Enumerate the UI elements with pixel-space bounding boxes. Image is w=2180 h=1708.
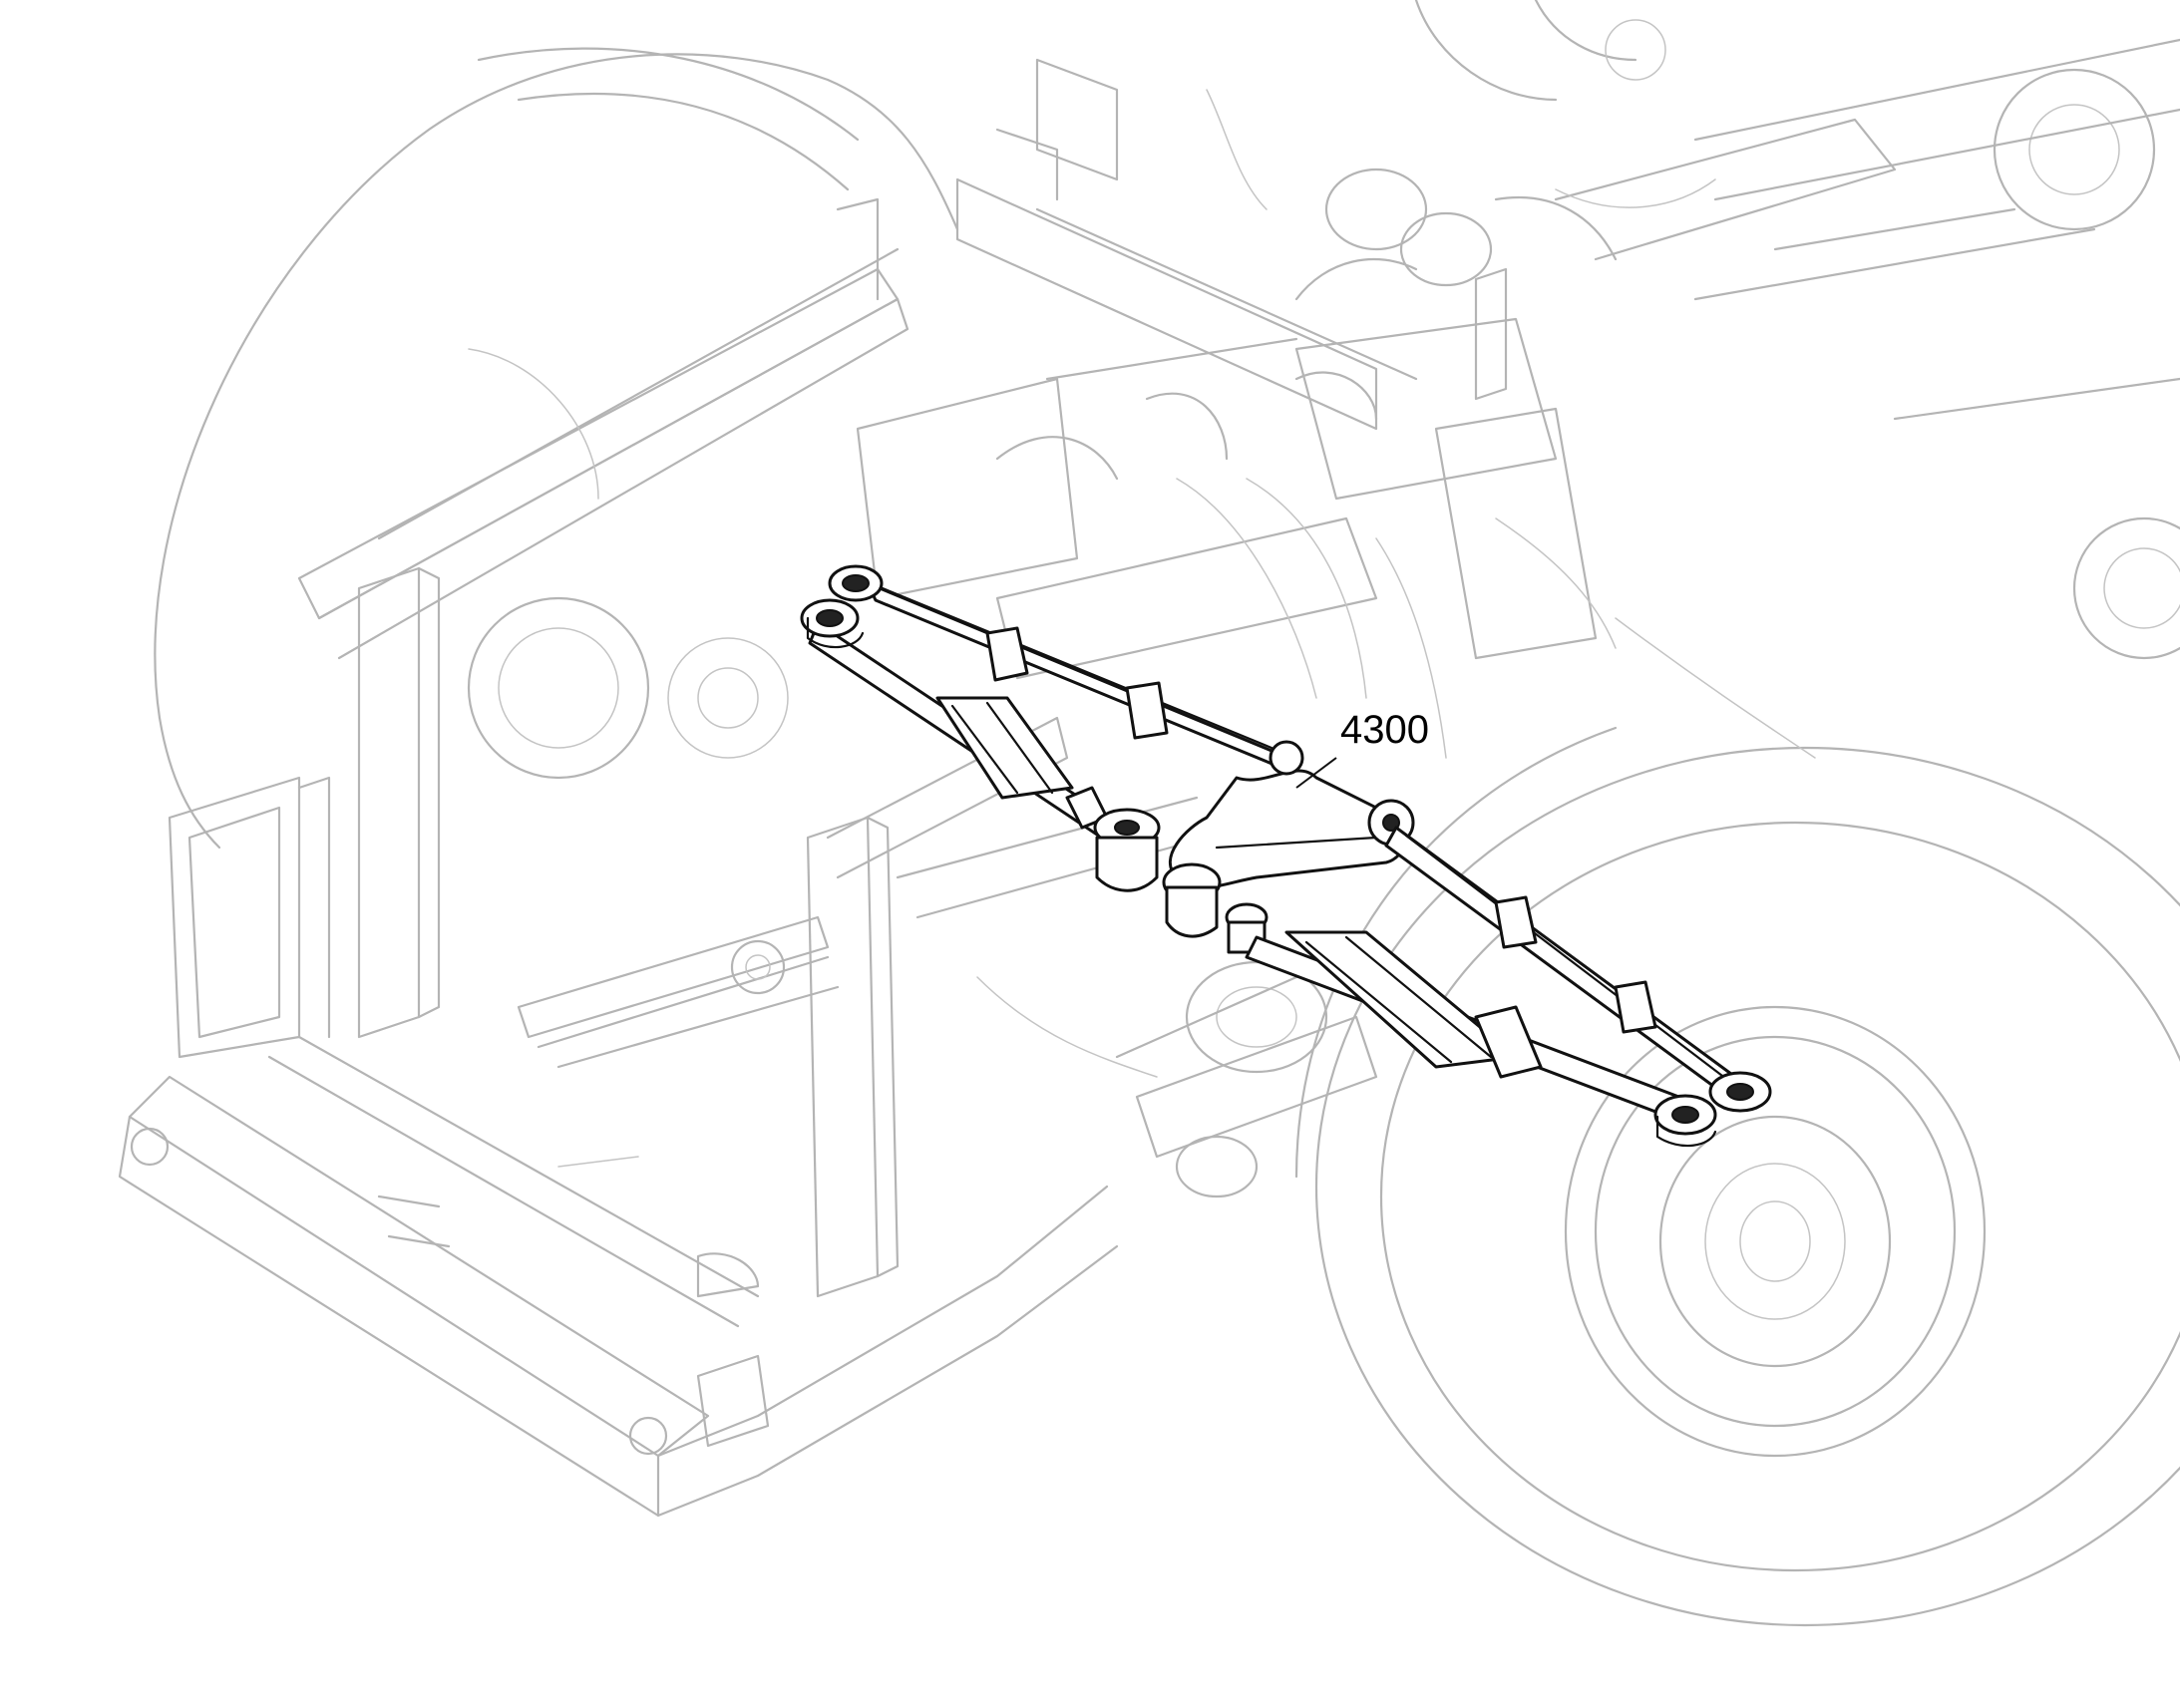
upper-tie-rod [866, 581, 1288, 772]
hoses [468, 89, 1816, 1168]
rear-axle-area [1414, 0, 2180, 660]
left-wheel [154, 47, 959, 850]
part-number-callout: 4300 [1334, 706, 1435, 754]
machine-context [118, 0, 2180, 1626]
left-ball-joints [800, 564, 884, 649]
front-axle [1115, 960, 1378, 1198]
front-frame [118, 1035, 1119, 1518]
callout-leader [1295, 757, 1337, 789]
main-chassis [856, 118, 2096, 680]
mid-joint [1093, 808, 1269, 954]
hydraulic-cylinders [517, 371, 1378, 1069]
steering-linkage [800, 564, 1772, 1148]
right-ball-joints [1653, 1071, 1772, 1148]
right-wheel [1294, 726, 2180, 1626]
center-bellcrank [1169, 740, 1415, 889]
top-brackets [836, 19, 1666, 401]
left-cylinder-rod [808, 621, 1119, 845]
upright-frame [168, 247, 1069, 1298]
